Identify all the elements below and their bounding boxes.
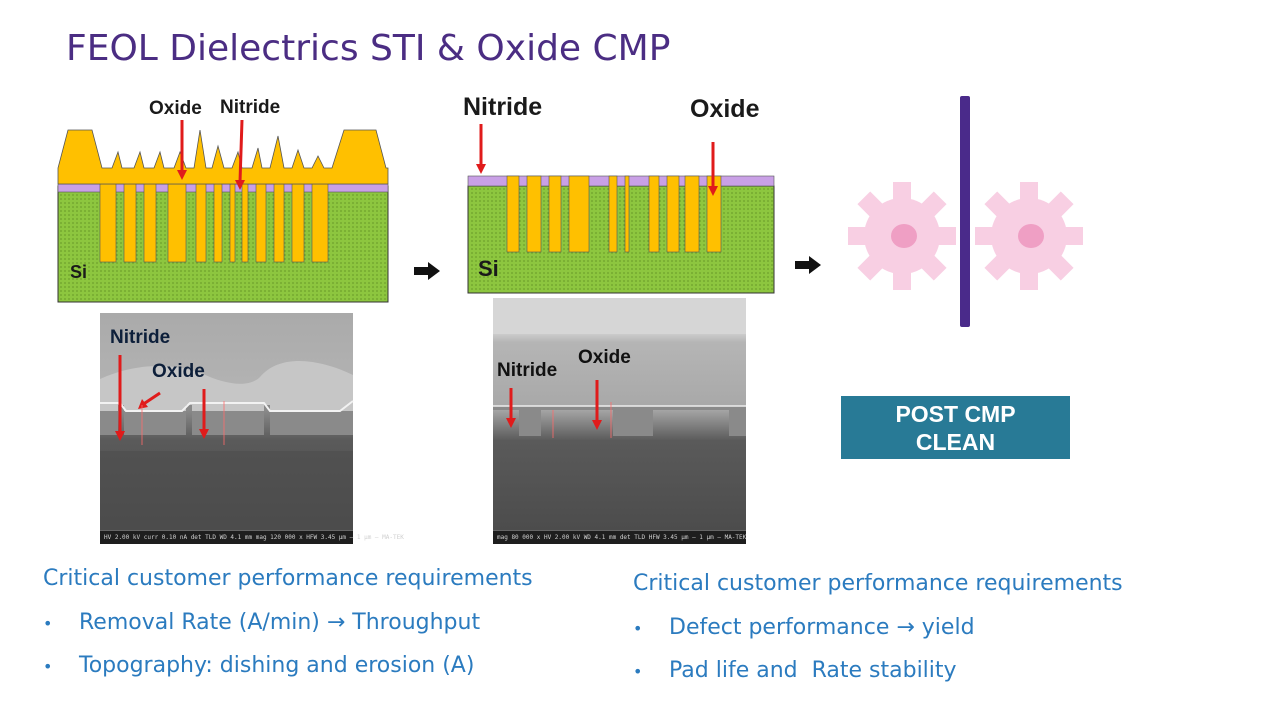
bullet-icon: • (633, 661, 643, 681)
nitride-label-before: Nitride (220, 97, 281, 118)
requirement-text: Defect performance → yield (669, 615, 975, 640)
requirements-left-item: • Topography: dishing and erosion (A) (43, 653, 474, 678)
sem-nitride-label-before: Nitride (110, 327, 171, 348)
sem-image-after-cmp: mag 80 000 x HV 2.00 kV WD 4.1 mm det TL… (493, 298, 746, 544)
sem-nitride-label-after: Nitride (497, 360, 558, 381)
requirements-right-item: • Defect performance → yield (633, 615, 975, 640)
bullet-icon: • (633, 618, 643, 638)
requirements-right-item: • Pad life and Rate stability (633, 658, 957, 683)
requirements-right-heading: Critical customer performance requiremen… (633, 571, 1123, 596)
process-arrow-2 (795, 256, 821, 274)
requirements-left-item: • Removal Rate (A/min) → Throughput (43, 610, 480, 635)
slide-title: FEOL Dielectrics STI & Oxide CMP (66, 28, 671, 69)
sem-databar-after: mag 80 000 x HV 2.00 kV WD 4.1 mm det TL… (493, 530, 746, 544)
gear-icon (848, 182, 956, 290)
sti-after-cmp-diagram (467, 124, 775, 294)
requirement-text: Removal Rate (A/min) → Throughput (79, 610, 481, 635)
sem-oxide-label-after: Oxide (578, 347, 631, 368)
divider-bar (960, 96, 970, 327)
sem-image-before-cmp: HV 2.00 kV curr 0.10 nA det TLD WD 4.1 m… (100, 313, 404, 544)
nitride-label-after: Nitride (463, 93, 543, 121)
post-cmp-line1: POST CMP (895, 400, 1016, 427)
sti-before-cmp-diagram (57, 119, 389, 303)
oxide-label-before: Oxide (149, 98, 202, 119)
requirements-left-heading: Critical customer performance requiremen… (43, 566, 533, 591)
bullet-icon: • (43, 613, 53, 633)
requirement-text: Topography: dishing and erosion (A) (79, 653, 475, 678)
oxide-overburden (57, 129, 389, 185)
requirement-text: Pad life and Rate stability (669, 658, 957, 683)
si-label-after: Si (478, 256, 499, 281)
nitride-layer (467, 175, 775, 187)
si-label-before: Si (70, 262, 88, 282)
bullet-icon: • (43, 656, 53, 676)
post-cmp-clean-box: POST CMP CLEAN (841, 396, 1070, 459)
post-cmp-line2: CLEAN (915, 428, 996, 455)
process-arrow-1 (414, 262, 440, 280)
oxide-label-after: Oxide (690, 95, 760, 123)
sem-databar-before: HV 2.00 kV curr 0.10 nA det TLD WD 4.1 m… (100, 530, 404, 544)
sem-oxide-label-before: Oxide (152, 361, 205, 382)
gear-icon (975, 182, 1083, 290)
